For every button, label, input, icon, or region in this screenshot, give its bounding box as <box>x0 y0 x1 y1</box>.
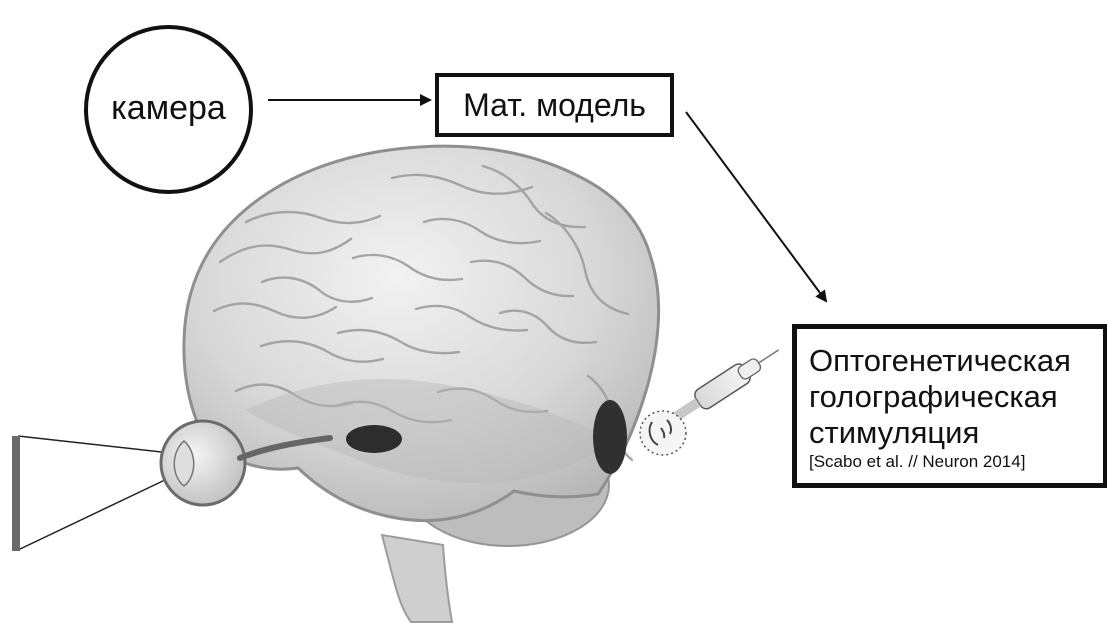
brainstem <box>382 535 452 622</box>
camera-node: камера <box>84 25 253 194</box>
stimulation-title-line3: стимуляция <box>809 415 1103 451</box>
stimulation-title-line2: голографическая <box>809 379 1103 415</box>
visual-field-bar <box>12 436 20 551</box>
camera-label: камера <box>111 91 226 125</box>
model-label: Мат. модель <box>463 89 646 121</box>
stimulation-title-line1: Оптогенетическая <box>809 343 1103 379</box>
model-to-stim-arrow <box>686 112 826 301</box>
stimulation-node: Оптогенетическая голографическая стимуля… <box>792 324 1107 488</box>
citation: [Scabo et al. // Neuron 2014] <box>809 452 1103 472</box>
laser-device <box>666 341 784 429</box>
visual-cortex <box>593 400 627 474</box>
thalamus-lgn <box>346 425 402 453</box>
model-node: Мат. модель <box>435 73 674 137</box>
